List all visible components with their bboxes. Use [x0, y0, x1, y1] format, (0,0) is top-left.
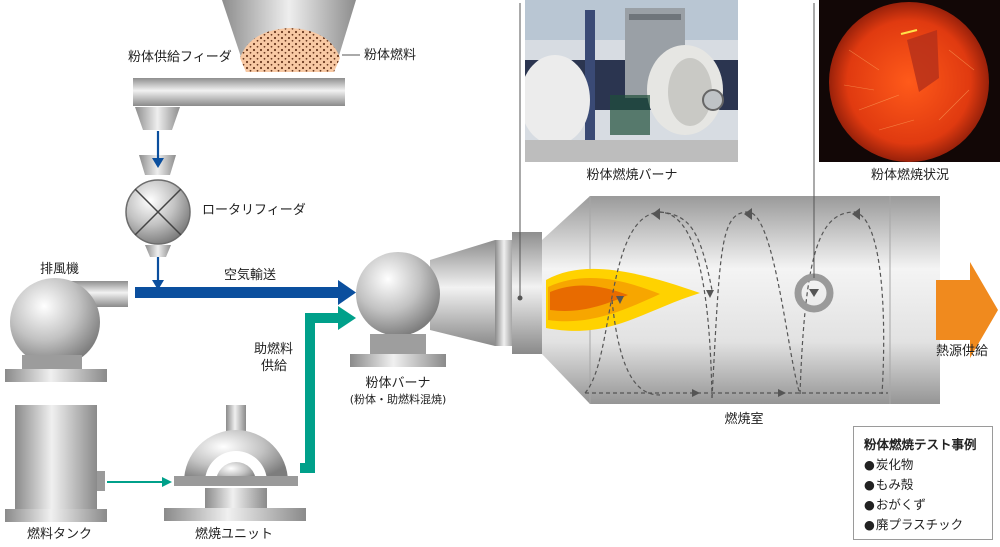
test-cases-box: 粉体燃焼テスト事例 炭化物 もみ殻 おがくず 廃プラスチック [853, 426, 993, 540]
heat-supply-arrow [936, 262, 998, 358]
sight-window-arrow [809, 289, 819, 297]
feeder-outlet [135, 107, 180, 130]
circulation-arrowheads [616, 208, 860, 397]
label-powder-fuel: 粉体燃料 [364, 48, 417, 63]
combustion-unit [164, 405, 306, 521]
flow-arrowhead-hopper [152, 158, 164, 168]
label-heat-supply: 熱源供給 [936, 344, 989, 359]
test-case-item: 炭化物 [864, 455, 982, 475]
label-exhaust-fan: 排風機 [40, 262, 80, 277]
photo-powder-combustion-image [819, 0, 1000, 162]
label-fuel-tank: 燃料タンク [27, 527, 93, 542]
test-case-item: 廃プラスチック [864, 515, 982, 535]
photo-powder-burner [525, 0, 738, 162]
rotary-outlet [145, 245, 171, 257]
label-combustion-chamber: 燃焼室 [724, 412, 764, 427]
photo-powder-combustion [819, 0, 1000, 162]
test-cases-list: 炭化物 もみ殻 おがくず 廃プラスチック [864, 455, 982, 535]
photo-powder-burner-image [525, 0, 738, 162]
label-photo-burner: 粉体燃焼バーナ [586, 168, 678, 183]
fuel-tank [5, 405, 107, 522]
label-powder-burner: 粉体バーナ [365, 376, 431, 391]
aux-fuel-line [300, 313, 340, 473]
label-photo-flame: 粉体燃焼状況 [870, 168, 950, 183]
label-rotary-feeder: ロータリフィーダ [202, 203, 306, 218]
label-powder-feeder: 粉体供給フィーダ [128, 50, 232, 65]
test-case-item: もみ殻 [864, 475, 982, 495]
label-air-transport: 空気輸送 [224, 268, 277, 283]
label-aux-fuel-line2: 供給 [261, 359, 288, 374]
aux-fuel-arrowhead [338, 306, 356, 330]
burner-photo-leader-dot [517, 295, 523, 301]
powder-burner [350, 232, 542, 367]
flow-arrowhead-rotary [152, 280, 164, 290]
label-combustion-unit: 燃焼ユニット [195, 527, 274, 542]
label-powder-burner-sub: (粉体・助燃料混焼) [349, 393, 447, 406]
test-case-item: おがくず [864, 495, 982, 515]
burner-flame [546, 268, 700, 331]
air-transport-arrowhead [338, 280, 356, 305]
fuel-line-arrowhead [162, 477, 172, 487]
rotary-feeder [125, 179, 191, 245]
powder-hopper [222, 0, 356, 72]
test-cases-title: 粉体燃焼テスト事例 [864, 437, 977, 452]
label-aux-fuel-line1: 助燃料 [254, 342, 294, 357]
air-transport-line [135, 287, 340, 298]
powder-feeder-screw [133, 78, 345, 106]
exhaust-fan [5, 278, 128, 382]
